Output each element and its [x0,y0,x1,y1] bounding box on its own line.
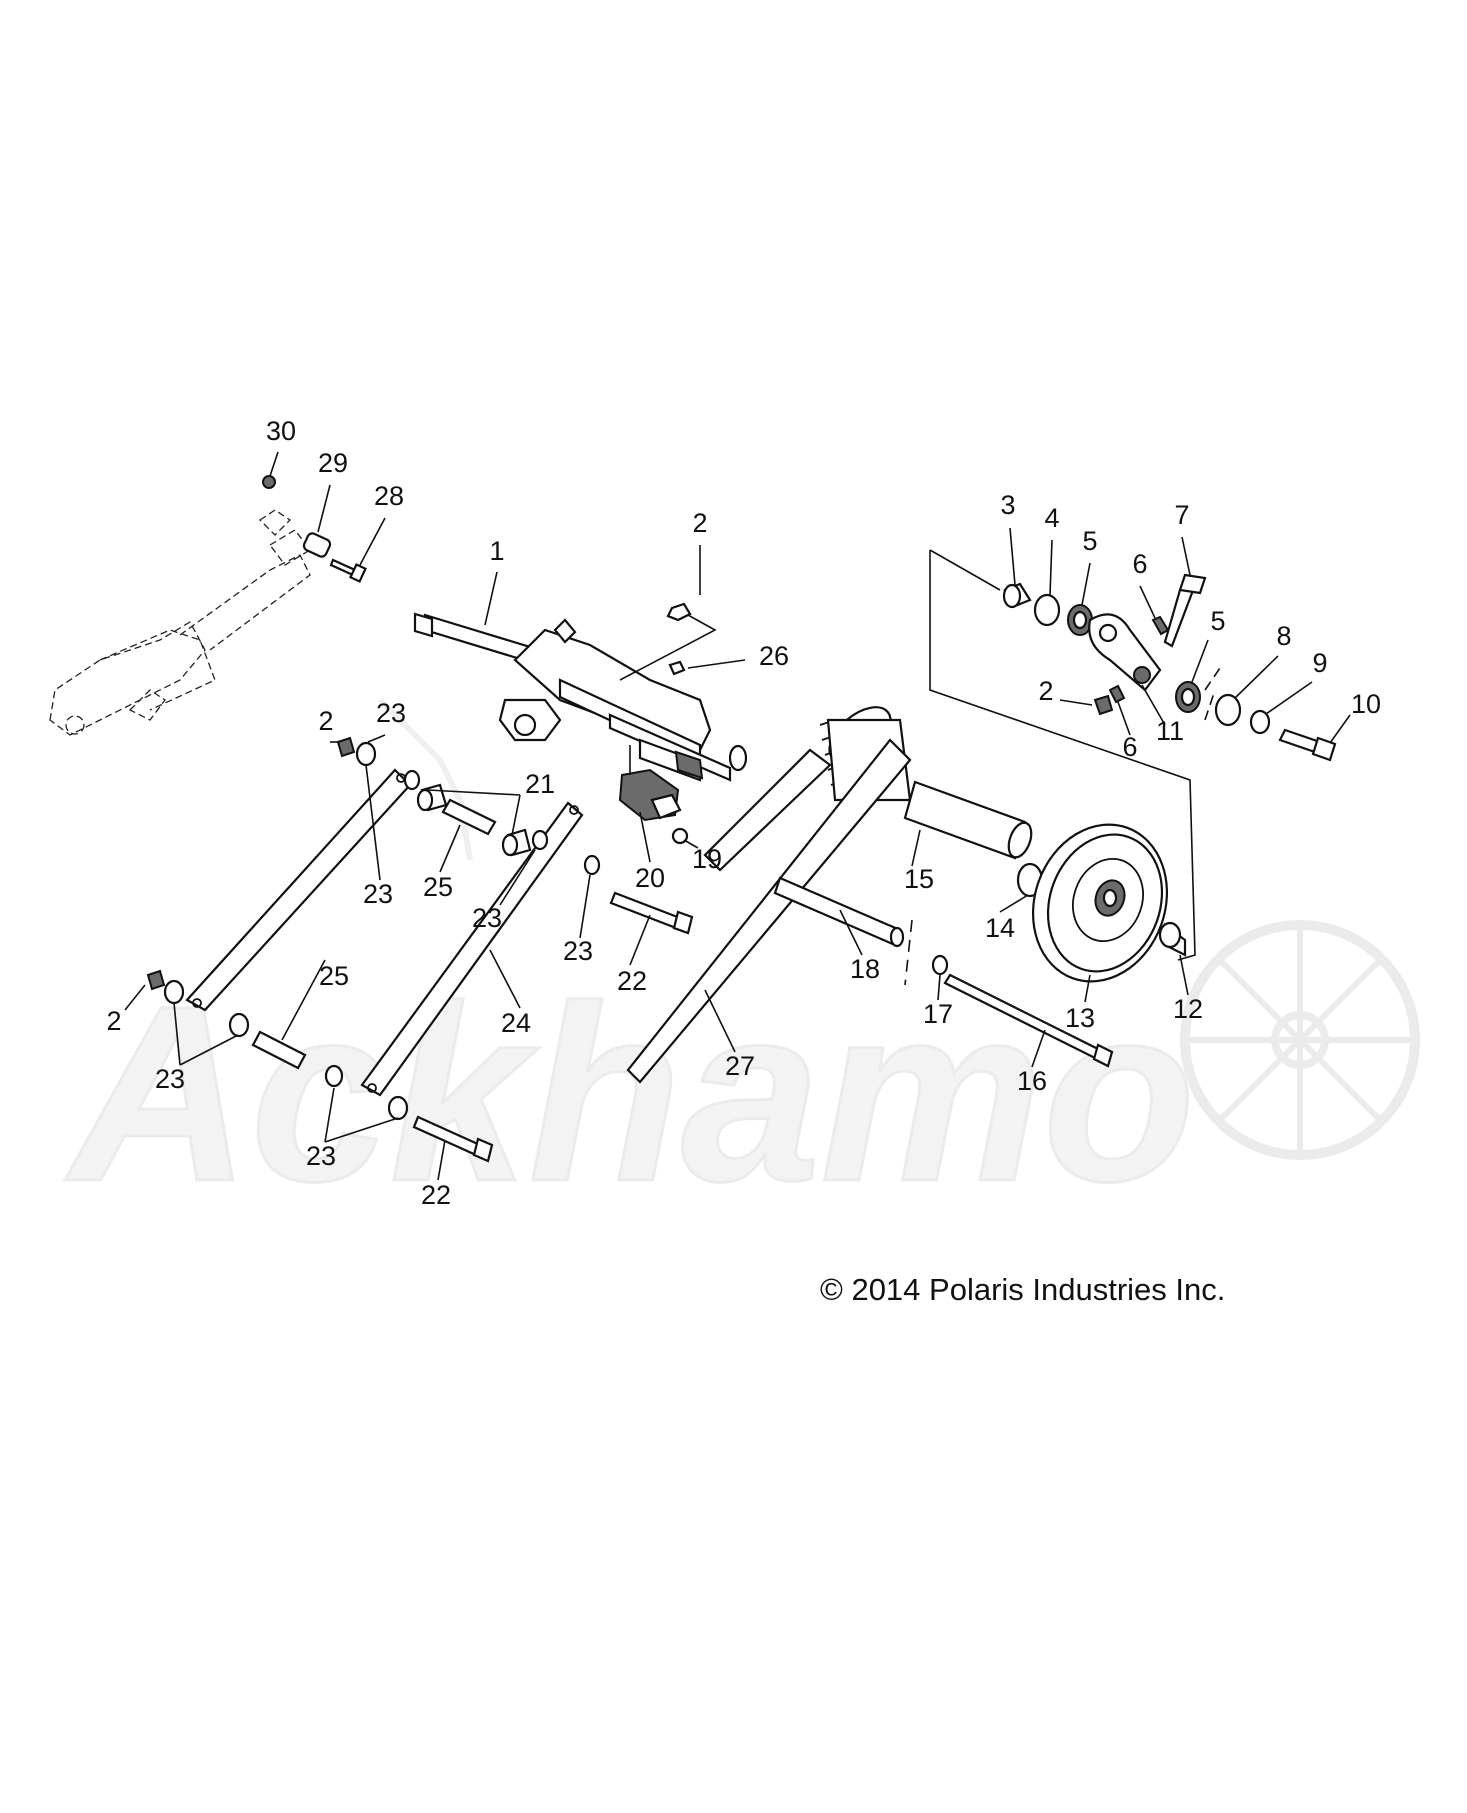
part-10-bolt [1278,728,1337,762]
callout-28: 28 [374,481,404,511]
callout-2: 2 [106,1006,121,1036]
part-2-nut-right [1093,694,1114,716]
part-18-shaft [773,876,905,948]
part-5-seal-a [1067,604,1093,636]
part-13-wheel [1031,823,1169,983]
part-20-block [618,768,682,822]
part-25-pin-a [441,798,497,836]
callout-26: 26 [759,641,789,671]
callout-5: 5 [1082,526,1097,556]
part-26-fastener [668,660,686,676]
callout-4: 4 [1044,503,1059,533]
callout-22: 22 [421,1180,451,1210]
part-9-nut [1249,709,1271,735]
callout-10: 10 [1351,689,1381,719]
callout-23: 23 [376,698,406,728]
callout-21: 21 [525,769,555,799]
callout-3: 3 [1000,490,1015,520]
callout-6: 6 [1122,732,1137,762]
callout-19: 19 [692,844,722,874]
part-25-pin-b [251,1030,307,1070]
callout-25: 25 [423,872,453,902]
part-15-sleeve [903,780,1033,860]
callout-13: 13 [1065,1003,1095,1033]
part-11-bracket [1088,613,1162,692]
callout-27: 27 [725,1051,755,1081]
part-6-pin-a [1151,615,1170,636]
part-27-spring [626,706,912,1084]
callout-25: 25 [319,961,349,991]
callout-29: 29 [318,448,348,478]
callout-5: 5 [1210,606,1225,636]
part-29-bushing [302,532,332,558]
part-28-bolt [329,558,367,583]
callout-2: 2 [318,706,333,736]
part-19-oring [671,827,689,845]
callout-6: 6 [1132,549,1147,579]
callout-9: 9 [1312,648,1327,678]
callout-7: 7 [1174,500,1189,530]
part-22-bolt-b [412,1115,494,1163]
part-2-nut-left-upper [336,736,356,758]
callout-24: 24 [501,1008,531,1038]
callout-8: 8 [1276,621,1291,651]
callout-17: 17 [923,999,953,1029]
part-1-arm-shaft [413,612,748,782]
part-6-pin-b [1108,684,1126,704]
callout-2: 2 [692,508,707,538]
callout-18: 18 [850,954,880,984]
callout-1: 1 [489,536,504,566]
part-12-bushing [1158,921,1187,957]
part-16-bolt [943,973,1114,1068]
part-24-link-lower [360,801,584,1097]
shock-absorber-ghost [49,509,311,736]
callout-2: 2 [1038,676,1053,706]
callout-14: 14 [985,913,1015,943]
part-7-bolt [1163,573,1207,648]
callout-23: 23 [363,879,393,909]
part-4-washer [1033,593,1061,627]
watermark-logo: Ackhamo [63,697,1420,1235]
watermark-text: Ackhamo [64,954,1195,1233]
callout-15: 15 [904,864,934,894]
copyright-notice: © 2014 Polaris Industries Inc. [820,1272,1226,1307]
callout-23: 23 [563,936,593,966]
callout-22: 22 [617,966,647,996]
callout-23: 23 [472,903,502,933]
callout-12: 12 [1173,994,1203,1024]
part-5-seal-b [1175,681,1201,713]
part-8-washer [1214,693,1242,727]
callout-20: 20 [635,863,665,893]
part-21-bushing-a [416,783,448,812]
callout-23: 23 [306,1141,336,1171]
callout-30: 30 [266,416,296,446]
part-17-washer [931,954,949,976]
callout-11: 11 [1156,716,1184,746]
part-30-nut [262,475,276,489]
part-2-nut-left-lower [146,969,166,991]
part-3-bushing [1002,582,1032,609]
part-2-nut-top [666,602,692,622]
part-22-bolt-a [609,891,694,935]
part-21-bushing-b [501,828,532,857]
callout-16: 16 [1017,1066,1047,1096]
callout-23: 23 [155,1064,185,1094]
leader-lines [124,451,1351,1181]
